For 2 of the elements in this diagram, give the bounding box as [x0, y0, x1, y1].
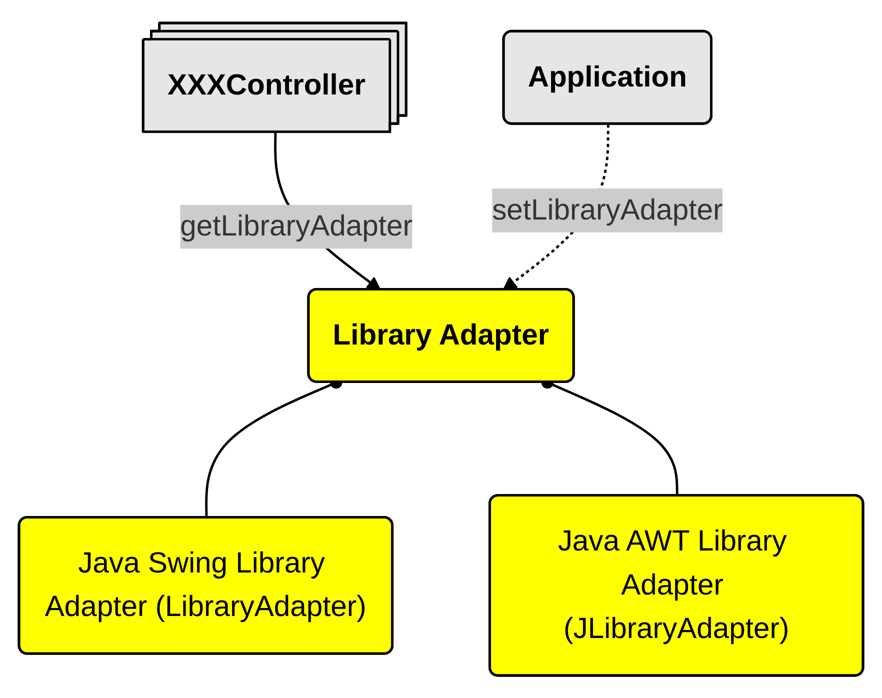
edge-label: getLibraryAdapter: [180, 210, 412, 242]
edge-label: setLibraryAdapter: [492, 193, 723, 226]
